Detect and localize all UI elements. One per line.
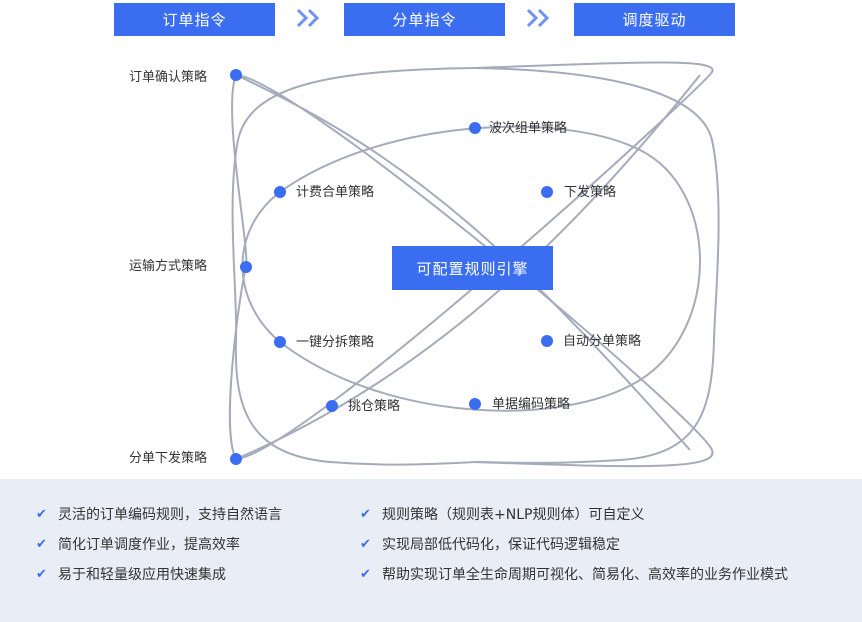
node-auto-split (541, 335, 553, 347)
step-split-command: 分单指令 (344, 3, 505, 36)
feature-item: ✔简化订单调度作业，提高效率 (36, 537, 240, 553)
node-one-click-split (274, 336, 286, 348)
label-pick-warehouse: 挑仓策略 (348, 399, 401, 414)
node-split-dispatch (230, 453, 242, 465)
check-icon: ✔ (360, 567, 371, 582)
features-panel (0, 479, 862, 622)
label-doc-code: 单据编码策略 (492, 397, 571, 412)
label-one-click-split: 一键分拆策略 (296, 335, 375, 350)
label-wave-group: 波次组单策略 (489, 121, 568, 136)
loop-curve (235, 74, 691, 451)
loop-curve (235, 74, 701, 460)
label-order-confirm: 订单确认策略 (129, 70, 208, 85)
chevron-right-icon (526, 8, 550, 28)
loop-curve (474, 67, 720, 464)
node-billing-merge (274, 186, 286, 198)
label-dispatch: 下发策略 (564, 185, 617, 200)
feature-item: ✔实现局部低代码化，保证代码逻辑稳定 (360, 537, 620, 553)
label-auto-split: 自动分单策略 (563, 334, 642, 349)
node-order-confirm (230, 69, 242, 81)
node-dispatch (541, 186, 553, 198)
loop-curve (241, 125, 701, 412)
check-icon: ✔ (36, 537, 47, 552)
node-transport (240, 261, 252, 273)
loop-curve (231, 67, 476, 466)
check-icon: ✔ (360, 507, 371, 522)
check-icon: ✔ (360, 537, 371, 552)
feature-item: ✔帮助实现订单全生命周期可视化、简易化、高效率的业务作业模式 (360, 567, 788, 583)
feature-item: ✔易于和轻量级应用快速集成 (36, 567, 226, 583)
node-pick-warehouse (326, 400, 338, 412)
check-icon: ✔ (36, 567, 47, 582)
node-doc-code (469, 398, 481, 410)
label-transport: 运输方式策略 (129, 259, 208, 274)
feature-item: ✔灵活的订单编码规则，支持自然语言 (36, 507, 282, 523)
rule-engine-box: 可配置规则引擎 (392, 246, 553, 290)
node-wave-group (469, 122, 481, 134)
label-split-dispatch: 分单下发策略 (129, 451, 208, 466)
feature-item: ✔规则策略（规则表+NLP规则体）可自定义 (360, 507, 645, 523)
label-billing-merge: 计费合单策略 (296, 185, 375, 200)
check-icon: ✔ (36, 507, 47, 522)
loop-curve (235, 61, 714, 460)
loop-curve (235, 74, 714, 468)
strategy-network-diagram (228, 61, 720, 468)
chevron-right-icon (296, 8, 320, 28)
step-dispatch-drive: 调度驱动 (574, 3, 735, 36)
step-order-command: 订单指令 (114, 3, 275, 36)
